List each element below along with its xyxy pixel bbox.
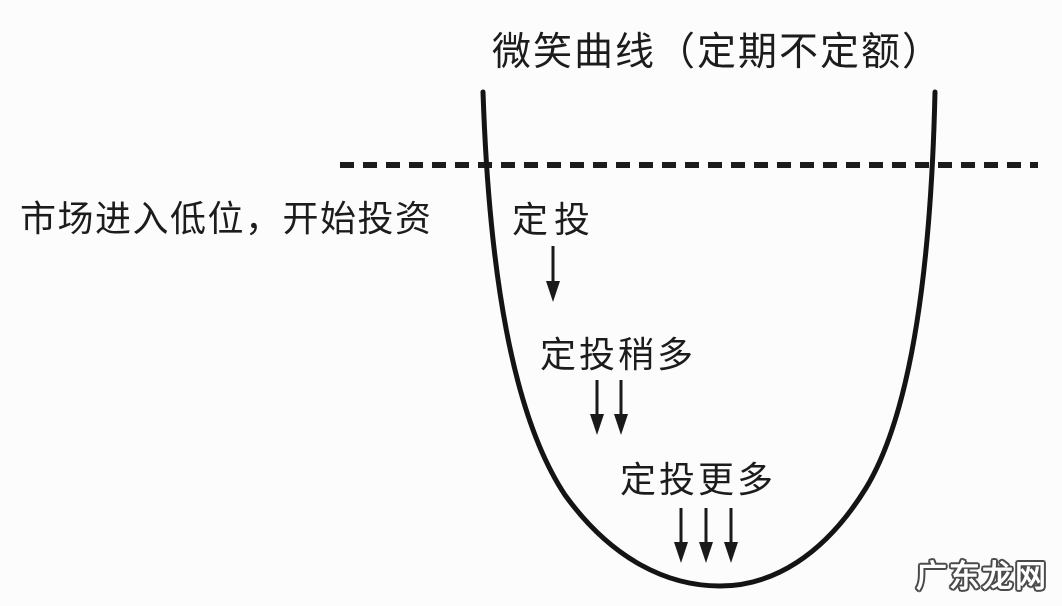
down-arrow-icon — [590, 380, 604, 435]
market-entry-note: 市场进入低位，开始投资 — [20, 199, 433, 239]
down-arrow-icon — [546, 246, 560, 302]
arrow-group-invest-most — [672, 507, 740, 563]
down-arrow-icon — [614, 380, 628, 435]
step-label-invest-more: 定投稍多 — [540, 335, 697, 375]
step-label-invest: 定投 — [512, 200, 597, 240]
down-arrow-icon — [674, 508, 688, 563]
arrow-group-invest — [544, 245, 562, 302]
smile-curve-path — [480, 89, 938, 589]
watermark: 广东龙网 — [916, 559, 1048, 594]
step-label-invest-most: 定投更多 — [620, 460, 777, 500]
arrow-group-invest-more — [588, 379, 630, 435]
down-arrow-icon — [724, 508, 738, 563]
diagram-title: 微笑曲线（定期不定额） — [492, 31, 944, 74]
down-arrow-icon — [699, 508, 713, 563]
